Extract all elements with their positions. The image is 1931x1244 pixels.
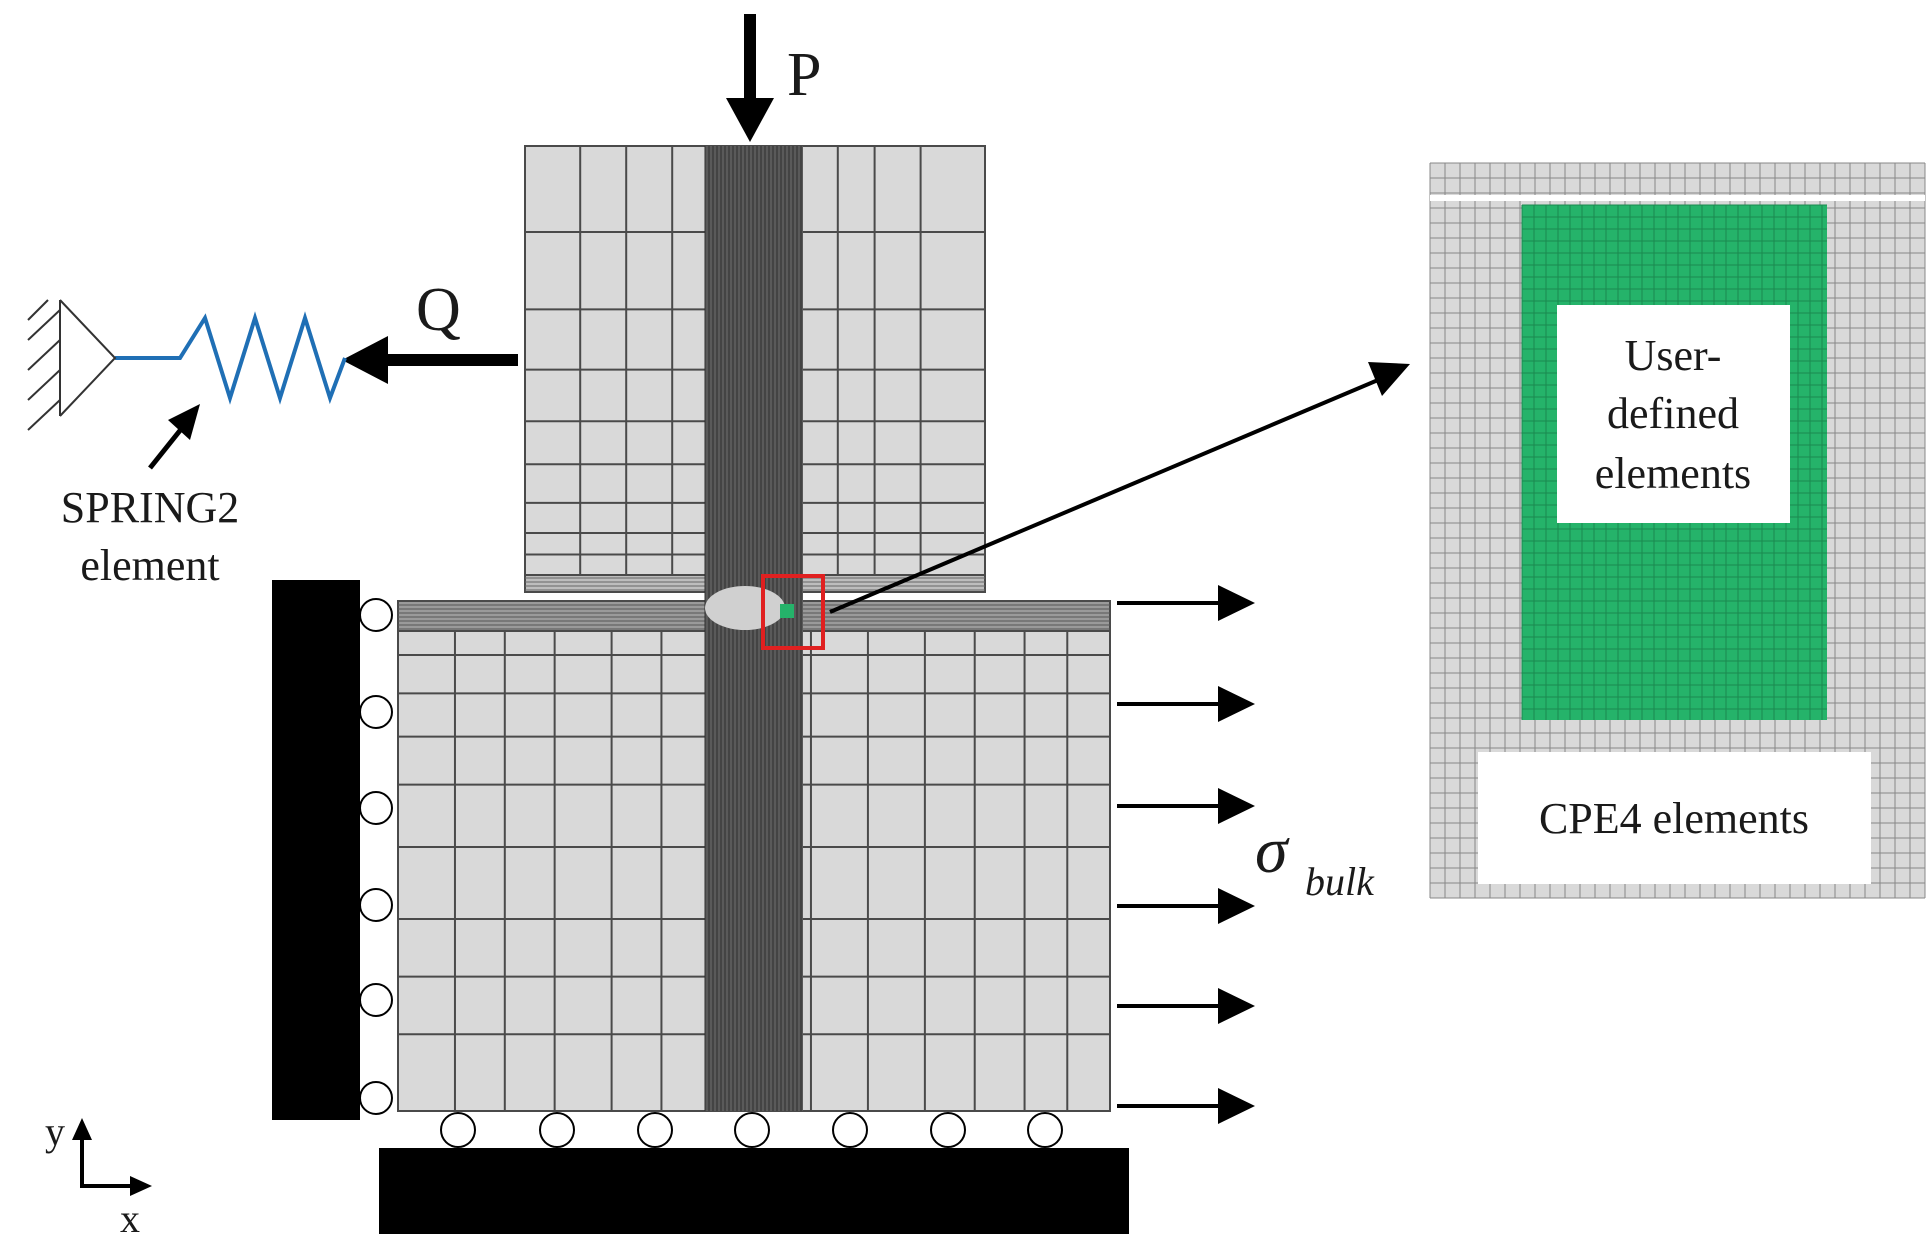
- roller-circle-icon: [359, 791, 393, 825]
- sigma-symbol: σ: [1255, 814, 1290, 887]
- roller-circle-icon: [359, 888, 393, 922]
- roller-circle-icon: [539, 1112, 575, 1148]
- bulk-arrow-head: [1218, 788, 1255, 824]
- inset-cpe4-label: CPE4 elements: [1539, 794, 1809, 843]
- axis-x-label: x: [120, 1196, 140, 1239]
- load-q-arrow: [342, 336, 518, 384]
- roller-circle-icon: [637, 1112, 673, 1148]
- sigma-subscript: bulk: [1305, 859, 1375, 904]
- bottom-rollers: [440, 1112, 1063, 1148]
- bulk-arrow: [1117, 788, 1255, 824]
- spring-label-line1: SPRING2: [61, 483, 240, 532]
- roller-circle-icon: [440, 1112, 476, 1148]
- roller-circle-icon: [359, 598, 393, 632]
- spring-label-line2: element: [80, 541, 219, 590]
- roller-circle-icon: [930, 1112, 966, 1148]
- load-p-label: P: [787, 41, 821, 109]
- bulk-arrow-head: [1218, 686, 1255, 722]
- spring-pointer-arrow: [148, 404, 200, 470]
- roller-circle-icon: [832, 1112, 868, 1148]
- inset-user-label-3: elements: [1595, 449, 1751, 498]
- bulk-arrow: [1117, 686, 1255, 722]
- inset-cpe4-label-box: [1478, 752, 1871, 884]
- roller-circle-icon: [734, 1112, 770, 1148]
- bulk-arrow-head: [1218, 585, 1255, 621]
- bulk-arrow: [1117, 988, 1255, 1024]
- bulk-arrow: [1117, 888, 1255, 924]
- inset-top-strip: [1430, 195, 1925, 201]
- bulk-arrow: [1117, 585, 1255, 621]
- roller-circle-icon: [359, 983, 393, 1017]
- hatched-triangle-support-icon: [27, 299, 117, 431]
- bulk-stress-arrows: [1117, 585, 1255, 1124]
- inset-user-label-2: defined: [1607, 389, 1739, 438]
- bulk-arrow-head: [1218, 1088, 1255, 1124]
- contact-zone: [705, 586, 785, 630]
- roller-circle-icon: [359, 695, 393, 729]
- left-rollers: [359, 598, 393, 1115]
- bulk-arrow: [1117, 1088, 1255, 1124]
- load-p-arrow: [726, 14, 774, 142]
- left-wall-support: [272, 580, 360, 1120]
- inset-user-label-1: User-: [1625, 331, 1722, 380]
- roller-circle-icon: [1027, 1112, 1063, 1148]
- axis-y-label: y: [45, 1109, 65, 1154]
- bottom-base-support: [379, 1148, 1129, 1234]
- user-element-patch: [780, 604, 794, 618]
- bulk-arrow-head: [1218, 888, 1255, 924]
- roller-circle-icon: [359, 1081, 393, 1115]
- spring-element: [115, 311, 347, 405]
- inset-user-label-box: [1557, 305, 1790, 523]
- axis-triad: [72, 1118, 152, 1196]
- zoom-connector-arrow: [829, 362, 1410, 614]
- zoom-highlight-box: [761, 574, 825, 650]
- bulk-arrow-head: [1218, 988, 1255, 1024]
- load-q-label: Q: [416, 276, 461, 344]
